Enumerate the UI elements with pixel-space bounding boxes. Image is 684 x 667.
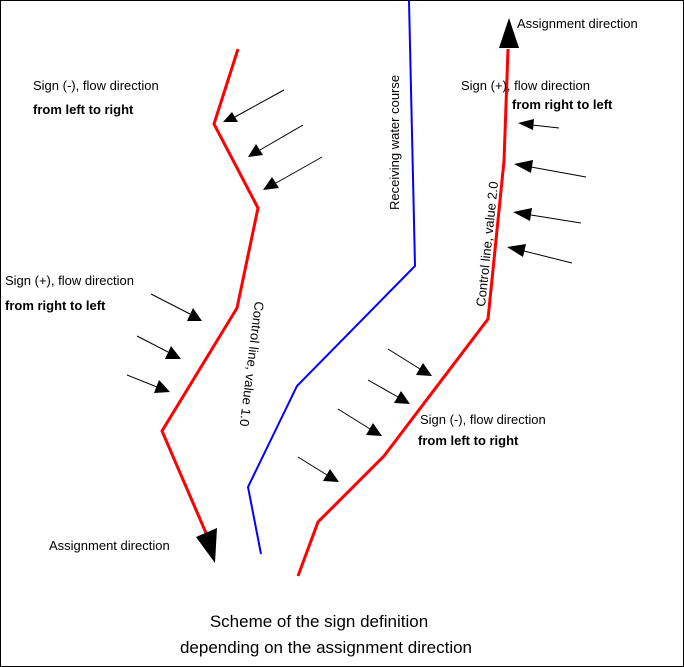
sign-minus-left-direction: from left to right [33, 102, 134, 117]
flow-arrows-bottom-right [297, 348, 432, 482]
flow-arrowhead [518, 119, 534, 130]
flow-arrow [337, 408, 371, 430]
caption-line-2: depending on the assignment direction [180, 638, 472, 657]
flow-arrowhead [323, 469, 339, 482]
flow-arrow [126, 374, 158, 388]
flow-arrow [136, 335, 169, 353]
sign-plus-right-label: Sign (+), flow direction [461, 78, 590, 93]
flow-arrow [387, 348, 421, 370]
flow-arrow [259, 124, 304, 151]
assignment-arrowhead-top [499, 18, 519, 48]
flow-arrowhead [366, 423, 382, 436]
flow-arrow [150, 293, 191, 315]
water-course-label: Receiving water course [387, 75, 402, 210]
assignment-direction-top-label: Assignment direction [517, 16, 638, 31]
sign-plus-left-direction: from right to left [5, 298, 106, 313]
flow-arrow [530, 166, 587, 178]
control-line-1 [160, 48, 260, 534]
sign-minus-right-label: Sign (-), flow direction [420, 412, 546, 427]
flow-arrowhead [154, 380, 170, 393]
sign-minus-left-label: Sign (-), flow direction [33, 78, 159, 93]
control-line-1-label: Control line, value 1.0 [237, 301, 267, 428]
flow-arrow [531, 124, 560, 129]
flow-arrows-middle-left [126, 293, 202, 393]
sign-minus-right-direction: from left to right [418, 433, 519, 448]
flow-arrowhead [513, 208, 532, 221]
sign-plus-left-label: Sign (+), flow direction [5, 273, 134, 288]
flow-arrowhead [248, 144, 263, 157]
flow-arrowhead [223, 112, 238, 122]
assignment-direction-bottom-label: Assignment direction [49, 538, 170, 553]
sign-plus-right-direction: from right to left [512, 97, 613, 112]
flow-arrow [297, 456, 328, 476]
flow-arrowhead [394, 391, 410, 404]
flow-arrowhead [165, 346, 181, 359]
flow-arrowhead [514, 160, 533, 173]
flow-arrows-top-left [223, 89, 323, 190]
flow-arrowhead [263, 177, 279, 190]
caption-line-1: Scheme of the sign definition [210, 612, 428, 631]
flow-arrow [232, 89, 285, 119]
flow-arrow [523, 250, 573, 264]
assignment-arrowhead-bottom [196, 528, 217, 563]
flow-arrowhead [187, 308, 202, 321]
flow-arrowhead [507, 244, 526, 257]
water-course-line [246, 1, 417, 555]
flow-arrow [275, 156, 323, 184]
flow-arrowhead [416, 363, 432, 376]
flow-arrow [367, 379, 399, 398]
flow-arrow [530, 214, 582, 224]
control-line-2 [296, 48, 510, 577]
flow-arrows-top-right [507, 119, 587, 264]
